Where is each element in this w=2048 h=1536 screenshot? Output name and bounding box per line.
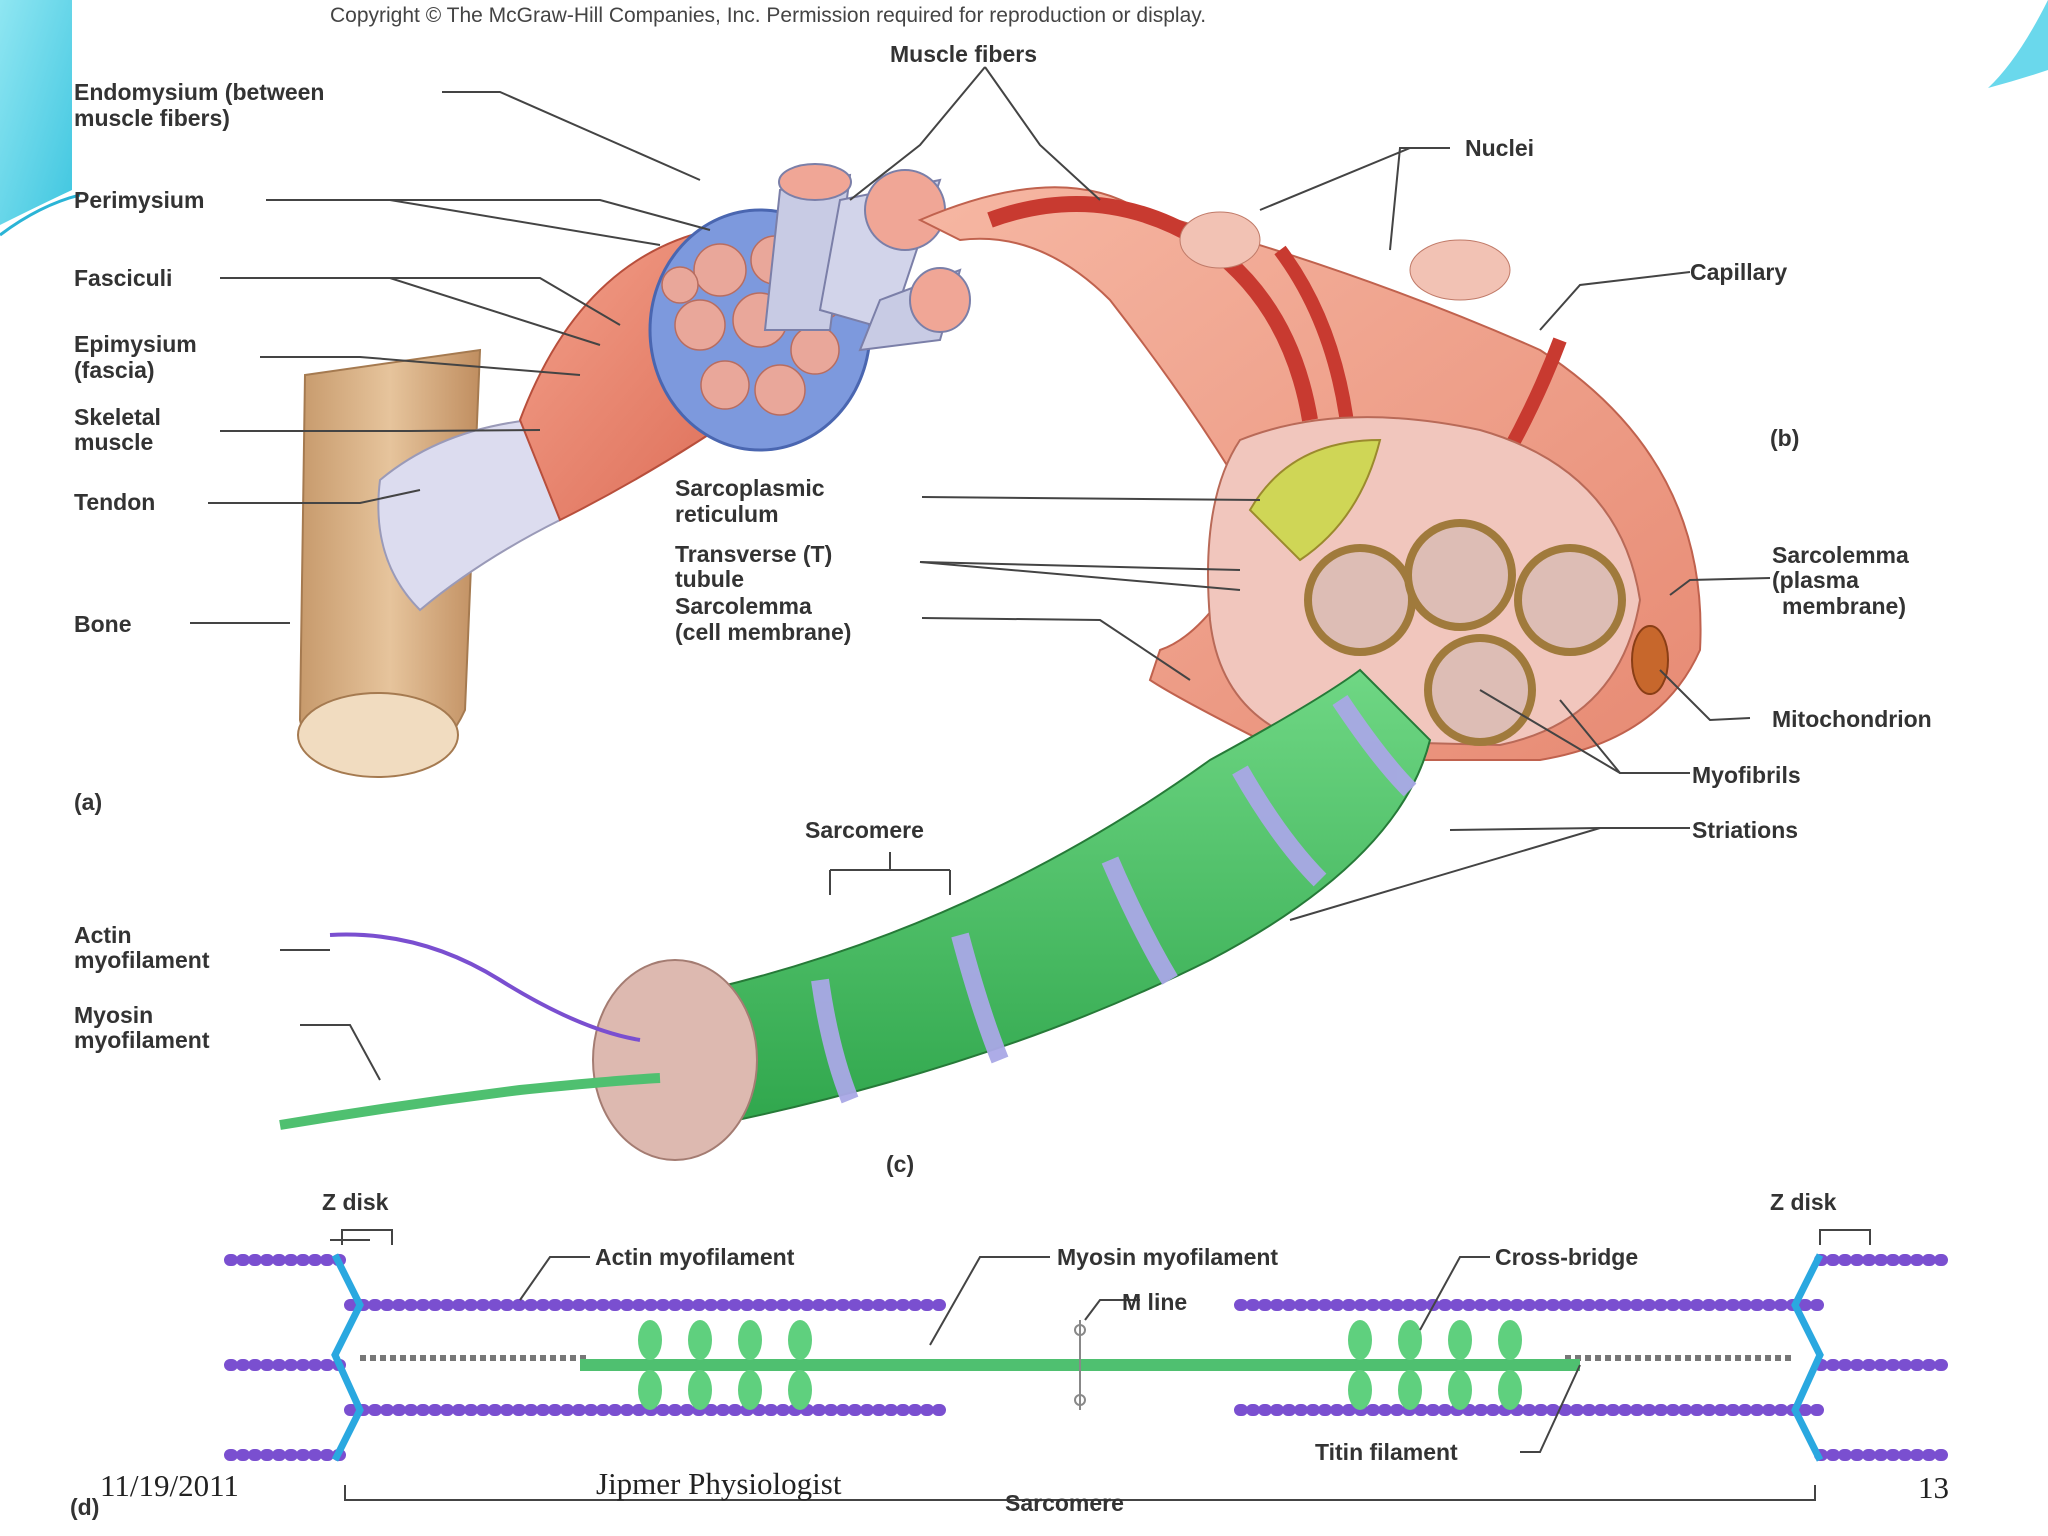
label-myosin-myofilament-c: Myosin [74, 1002, 153, 1028]
label-skeletal-muscle: Skeletal [74, 404, 161, 430]
label-fasciculi: Fasciculi [74, 265, 172, 291]
theme-accent-top-left [0, 0, 80, 237]
sarcoplasmic-reticulum-mesh [1248, 438, 1382, 562]
label-transverse-tubule: Transverse (T) [675, 541, 832, 567]
nucleus-2 [1409, 239, 1511, 301]
z-disk-left [331, 1253, 364, 1462]
theme-accent-top-right [1988, 0, 2048, 88]
label-sarcoplasmic-reticulum: Sarcoplasmic [675, 475, 825, 501]
label-myosin-myofilament-c-2: myofilament [74, 1027, 210, 1053]
striation-bands [811, 695, 1417, 1104]
muscle-fiber-tubes [763, 163, 971, 352]
label-sarcolemma-plasma-2: (plasma [1772, 567, 1859, 593]
label-nuclei: Nuclei [1465, 135, 1534, 161]
label-tendon: Tendon [74, 489, 155, 515]
tendon-shape [377, 418, 562, 612]
label-epimysium-2: (fascia) [74, 357, 155, 383]
label-bone: Bone [74, 611, 132, 637]
label-muscle-fibers: Muscle fibers [890, 41, 1037, 67]
label-endomysium: Endomysium (between [74, 79, 324, 105]
bone-cross-section [297, 692, 459, 778]
label-z-disk-left: Z disk [322, 1189, 389, 1215]
label-capillary: Capillary [1690, 259, 1787, 285]
label-perimysium: Perimysium [74, 187, 204, 213]
label-titin-filament: Titin filament [1315, 1439, 1458, 1465]
sarcomere-bracket [344, 1485, 1816, 1501]
panel-c-illustration [279, 668, 1432, 1161]
leader-lines [190, 66, 1771, 1453]
label-cross-bridge: Cross-bridge [1495, 1244, 1638, 1270]
label-sarcoplasmic-reticulum-2: reticulum [675, 501, 779, 527]
label-sarcolemma-cell: Sarcolemma [675, 593, 812, 619]
label-epimysium: Epimysium [74, 331, 197, 357]
muscle-anatomy-figure: Copyright © The McGraw-Hill Companies, I… [70, 4, 1956, 1520]
myofibril-tube [658, 668, 1432, 1132]
actin-strand [329, 932, 641, 1042]
nucleus-1 [1179, 211, 1261, 269]
label-skeletal-muscle-2: muscle [74, 429, 153, 455]
panel-label-a: (a) [74, 789, 102, 815]
footer-date: 11/19/2011 [100, 1468, 239, 1503]
label-actin-myofilament-c: Actin [74, 922, 132, 948]
label-endomysium-2: muscle fibers) [74, 105, 230, 131]
copyright-notice: Copyright © The McGraw-Hill Companies, I… [330, 4, 1206, 27]
footer-title: Jipmer Physiologist [596, 1466, 842, 1501]
label-sarcomere-d: Sarcomere [1005, 1490, 1124, 1516]
panel-b-illustration [917, 186, 1702, 761]
panel-d-illustration [224, 1229, 1956, 1501]
label-sarcolemma-plasma-3: membrane) [1782, 593, 1906, 619]
mitochondrion-shape [1631, 625, 1669, 695]
panel-label-d: (d) [70, 1494, 99, 1520]
label-myofibrils: Myofibrils [1692, 762, 1801, 788]
myofibril-cut-end [592, 959, 758, 1161]
actin-filaments [224, 1254, 1956, 1461]
label-mitochondrion: Mitochondrion [1772, 706, 1932, 732]
label-sarcolemma-cell-2: (cell membrane) [675, 619, 851, 645]
label-sarcolemma-plasma: Sarcolemma [1772, 542, 1909, 568]
panel-a-illustration [297, 163, 971, 778]
panel-label-c: (c) [886, 1151, 914, 1177]
label-sarcomere-c: Sarcomere [805, 817, 924, 843]
label-z-disk-right: Z disk [1770, 1189, 1837, 1215]
myosin-strand [279, 1073, 661, 1130]
label-actin-myofilament-c-2: myofilament [74, 947, 210, 973]
label-myosin-myofilament-d: Myosin myofilament [1057, 1244, 1278, 1270]
label-m-line: M line [1122, 1289, 1187, 1315]
myosin-heads-right [1348, 1320, 1522, 1410]
footer-page-number: 13 [1918, 1470, 1949, 1505]
labels: Muscle fibers Endomysium (between muscle… [70, 41, 1932, 1520]
panel-label-b: (b) [1770, 425, 1799, 451]
z-disk-right [1791, 1253, 1824, 1462]
label-transverse-tubule-2: tubule [675, 566, 744, 592]
label-striations: Striations [1692, 817, 1798, 843]
label-actin-myofilament-d: Actin myofilament [595, 1244, 795, 1270]
myosin-heads-left [638, 1320, 812, 1410]
